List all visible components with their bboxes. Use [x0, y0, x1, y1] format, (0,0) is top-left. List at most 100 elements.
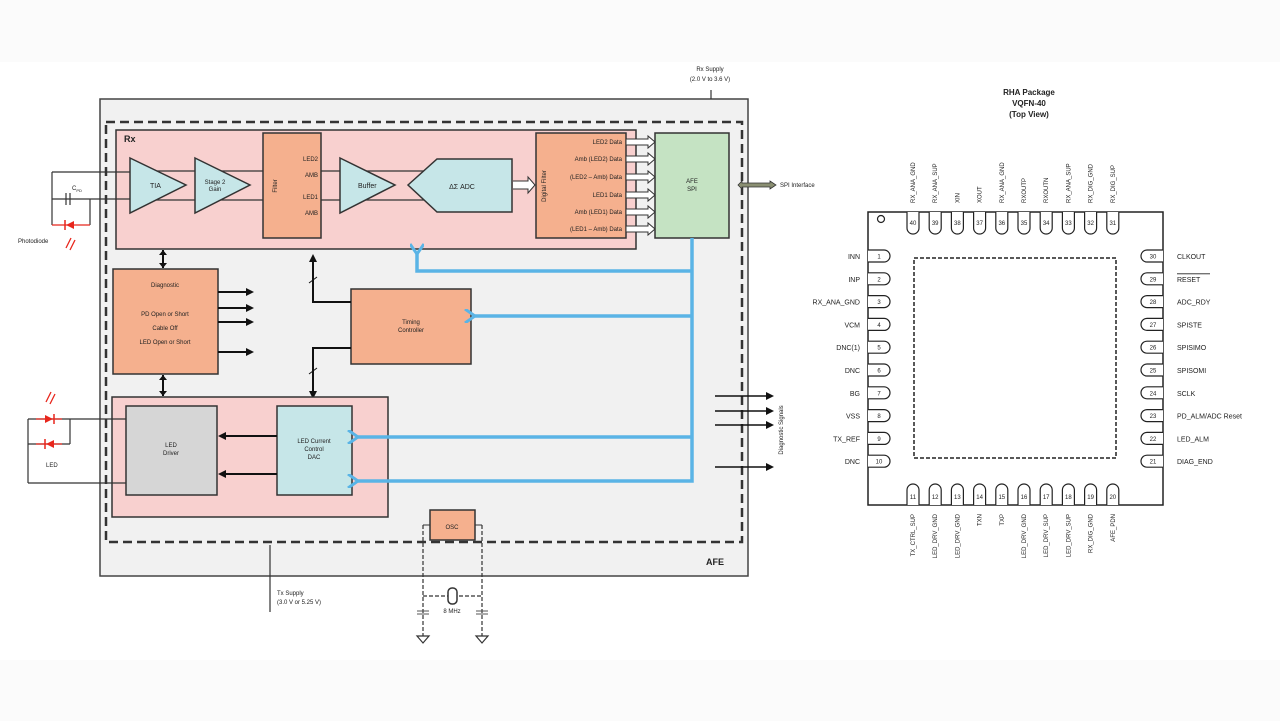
pin-number: 17: [1043, 495, 1050, 501]
pin-36: 36 RX_ANA_GND: [995, 162, 1009, 235]
svg-text:OSC: OSC: [445, 525, 459, 531]
pin-number: 33: [1065, 221, 1072, 227]
pin-number: 18: [1065, 495, 1072, 501]
ground-icon: [415, 635, 490, 644]
pin-22: 22 LED_ALM: [1140, 431, 1209, 445]
pin-number: 7: [877, 391, 881, 397]
pin-number: 10: [876, 460, 883, 466]
svg-text:Control: Control: [304, 447, 323, 453]
tia-label: TIA: [150, 183, 161, 190]
rx-label: Rx: [124, 134, 136, 144]
control-bus: [358, 238, 694, 481]
pin-name: RX_ANA_GND: [1000, 162, 1006, 203]
pin-name: SPISTE: [1177, 322, 1202, 329]
buffer-label: Buffer: [358, 183, 377, 190]
pin-number: 4: [877, 323, 881, 329]
filter-block: Filter LED2 AMB LED1 AMB: [262, 132, 322, 239]
pin-name: CLKOUT: [1177, 254, 1206, 261]
rx-supply-label: Rx Supply: [696, 67, 723, 73]
pin-name: TX_REF: [833, 436, 860, 443]
svg-text:Amb (LED1) Data: Amb (LED1) Data: [575, 210, 623, 216]
thermal-pad: [913, 257, 1117, 459]
pin-name: AFE_PDN: [1111, 514, 1117, 542]
pin-number: 11: [910, 495, 917, 501]
oscillator-block: OSC 8 MHz: [415, 509, 490, 644]
pin-number: 16: [1021, 495, 1028, 501]
pin-number: 24: [1150, 391, 1157, 397]
pin-7: 7BG: [850, 386, 891, 400]
pin-number: 26: [1150, 346, 1157, 352]
pin-name: SCLK: [1177, 391, 1196, 398]
svg-text:LED Current: LED Current: [297, 439, 331, 445]
svg-text:DAC: DAC: [308, 455, 321, 461]
diagnostic-signals: Diagnostic Signals: [715, 392, 785, 471]
svg-text:AFE: AFE: [686, 179, 698, 185]
pin-number: 22: [1150, 437, 1157, 443]
light-rays-icon: [45, 391, 56, 405]
pin-30: 30 CLKOUT: [1140, 249, 1206, 263]
svg-text:(Top View): (Top View): [1009, 110, 1049, 119]
svg-text:RHA Package: RHA Package: [1003, 88, 1055, 97]
pin-name: LED_DRV_GND: [933, 513, 939, 558]
crystal-icon: [447, 587, 458, 605]
bottom-band: [0, 660, 1280, 721]
tx-supply: Tx Supply (3.0 V or 5.25 V): [269, 545, 321, 612]
rx-supply-range: (2.0 V to 3.6 V): [690, 77, 730, 83]
pin-name: LED_DRV_GND: [955, 513, 961, 558]
top-band: [0, 0, 1280, 62]
digital-filter-label: Digital Filter: [542, 170, 548, 202]
pin-name: RX_ANA_GND: [813, 300, 860, 307]
pin-name: SPISIMO: [1177, 345, 1207, 352]
pin-name: INP: [848, 277, 860, 284]
svg-text:SPI: SPI: [687, 187, 697, 193]
pin-number: 38: [954, 221, 961, 227]
svg-text:Controller: Controller: [398, 328, 424, 334]
photodiode-label: Photodiode: [18, 239, 49, 245]
pin-name: TXP: [1000, 514, 1006, 526]
pin-9: 9TX_REF: [833, 431, 891, 445]
package-body: [867, 211, 1164, 506]
pin-name: RX_ANA_SUP: [933, 163, 939, 203]
pin-number: 28: [1150, 300, 1157, 306]
pin-number: 40: [910, 221, 917, 227]
pin-name: LED_ALM: [1177, 436, 1209, 443]
pin-number: 21: [1150, 460, 1157, 466]
svg-text:VQFN-40: VQFN-40: [1012, 99, 1046, 108]
svg-text:PD Open or Short: PD Open or Short: [141, 312, 189, 318]
pin-name: VCM: [844, 322, 860, 329]
pin-number: 31: [1109, 221, 1116, 227]
pin-number: 36: [998, 221, 1005, 227]
pin-name: RX_ANA_GND: [911, 162, 917, 203]
pin-name: TX_CTRL_SUP: [911, 514, 917, 556]
svg-text:LED: LED: [165, 443, 177, 449]
pin-name: LED_DRV_SUP: [1066, 514, 1072, 557]
package-title: RHA Package VQFN-40 (Top View): [1003, 88, 1055, 119]
led-driver-block: LED Driver: [125, 405, 218, 496]
svg-text:AMB: AMB: [305, 173, 318, 179]
pin-number: 35: [1021, 221, 1028, 227]
pin-name: DNC(1): [836, 345, 860, 352]
spi-interface: SPI Interface: [737, 180, 815, 190]
pin-name: DIAG_END: [1177, 459, 1213, 466]
filter-label: Filter: [273, 179, 279, 192]
pin-number: 30: [1150, 255, 1157, 261]
pin-number: 23: [1150, 414, 1157, 420]
diagnostic-block: Diagnostic PD Open or Short Cable Off LE…: [112, 250, 254, 396]
pin-name: PD_ALM/ADC Reset: [1177, 414, 1242, 421]
